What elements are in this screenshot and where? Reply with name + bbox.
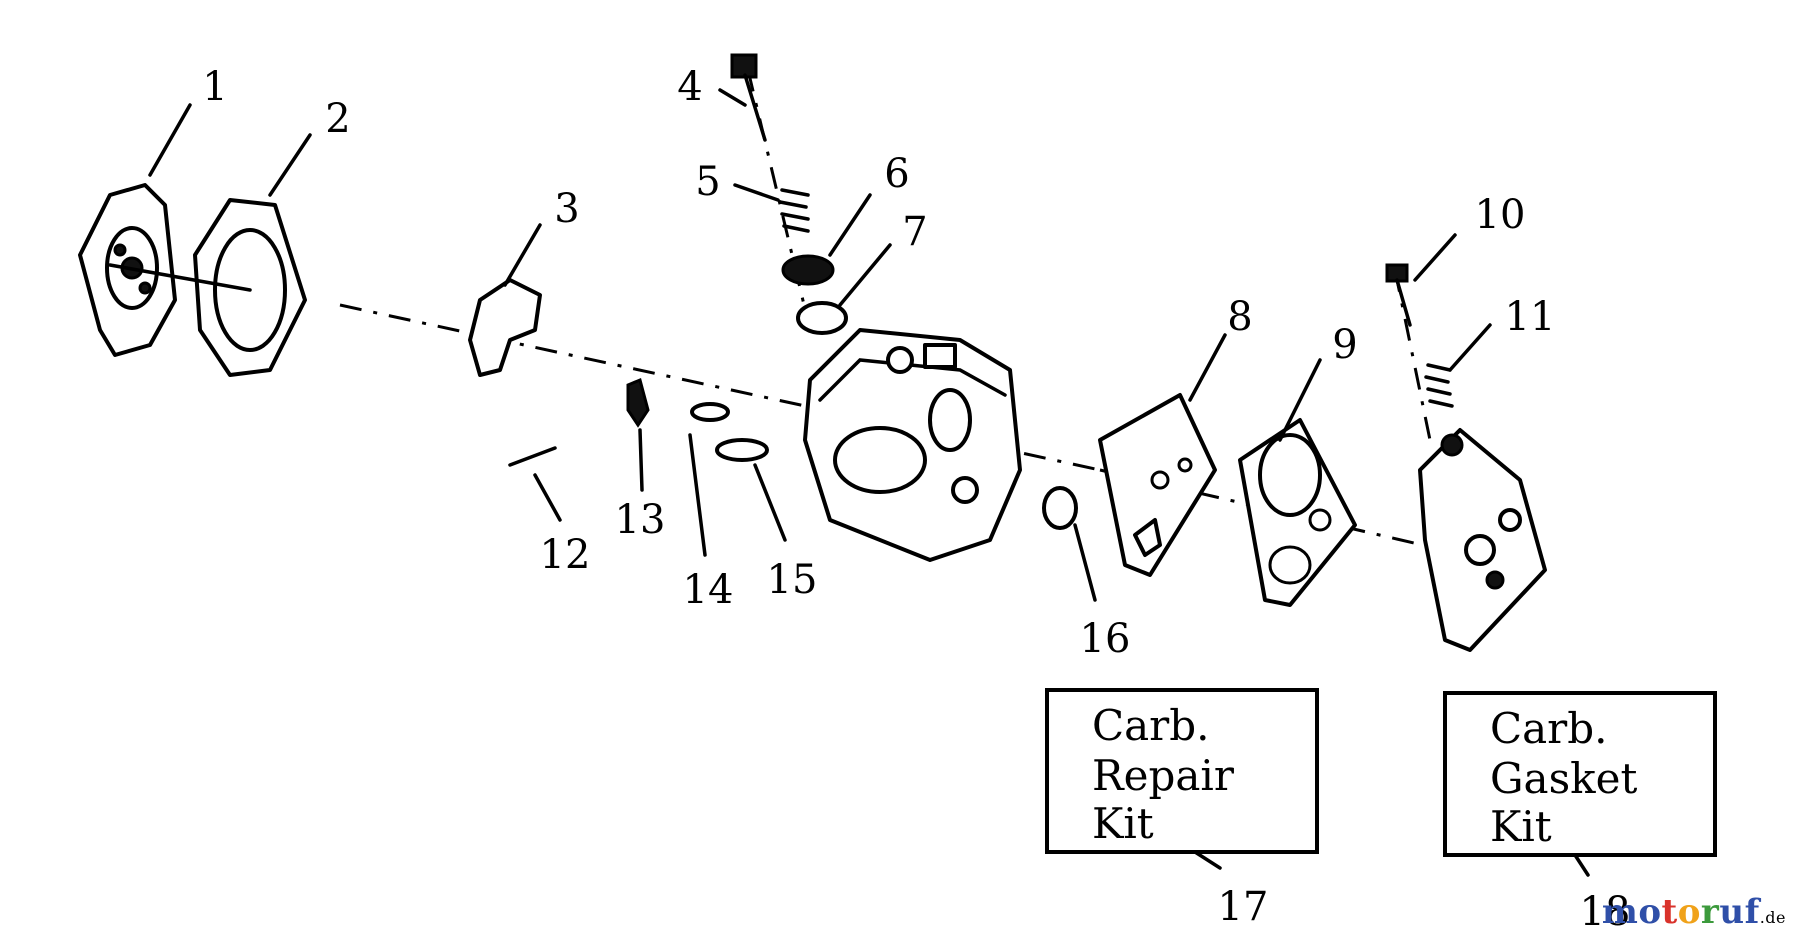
callout-15: 15 <box>767 557 818 603</box>
callout-2: 2 <box>325 96 350 142</box>
part-1-pump-cover <box>78 183 177 357</box>
part-4-screw <box>730 53 767 142</box>
callout-6: 6 <box>884 151 909 197</box>
gasket-kit-line-1: Carb. <box>1490 704 1608 753</box>
leader-4 <box>718 88 747 107</box>
callout-1: 1 <box>202 64 227 110</box>
callout-17: 17 <box>1218 884 1269 930</box>
callout-4: 4 <box>677 64 702 110</box>
leader-12 <box>533 473 562 522</box>
watermark-letter: r <box>1700 892 1720 932</box>
callout-16: 16 <box>1080 616 1131 662</box>
leader-13 <box>638 428 644 492</box>
part-7-seal <box>796 301 848 335</box>
watermark-suffix: .de <box>1759 908 1786 927</box>
gasket-kit-box: Carb. Gasket Kit <box>1443 691 1717 857</box>
part-14-o-ring <box>690 402 730 422</box>
callout-14: 14 <box>683 567 734 613</box>
leader-11 <box>1448 323 1492 372</box>
leader-10 <box>1413 233 1457 282</box>
callout-13: 13 <box>615 497 666 543</box>
part-10-screw <box>1385 263 1412 327</box>
watermark-letter: o <box>1638 892 1662 932</box>
callout-9: 9 <box>1332 322 1357 368</box>
leader-6 <box>828 193 872 257</box>
watermark-letter: t <box>1661 892 1678 932</box>
leader-15 <box>753 463 787 542</box>
callout-12: 12 <box>540 532 591 578</box>
leader-2 <box>268 133 312 197</box>
part-12-pin <box>508 446 557 467</box>
gasket-kit-line-2: Gasket <box>1490 754 1637 803</box>
screw-axis-right <box>1393 269 1432 441</box>
watermark-letter: m <box>1601 892 1639 932</box>
part-15-o-ring <box>715 438 769 462</box>
part-11-spring <box>1424 363 1454 408</box>
part-5-spring <box>778 188 810 233</box>
watermark-letter: u <box>1719 892 1745 932</box>
callout-10: 10 <box>1475 192 1526 238</box>
repair-kit-line-2: Repair <box>1092 751 1235 800</box>
callout-7: 7 <box>902 209 927 255</box>
repair-kit-line-3: Kit <box>1092 799 1154 848</box>
leader-7 <box>838 243 892 307</box>
part-9-diaphragm <box>1238 418 1357 607</box>
leader-9 <box>1278 358 1322 442</box>
leader-5 <box>733 183 780 202</box>
repair-kit-line-1: Carb. <box>1092 701 1210 750</box>
leader-14 <box>688 433 707 557</box>
leader-8 <box>1188 333 1227 402</box>
callout-18: 18 <box>1580 889 1631 935</box>
watermark-letter: o <box>1677 892 1701 932</box>
leader-3 <box>503 223 542 287</box>
diaphragm-cover <box>1418 428 1547 652</box>
leader-16 <box>1073 523 1097 602</box>
part-16-screen <box>1042 486 1078 530</box>
callout-3: 3 <box>554 186 579 232</box>
part-8-gasket <box>1098 393 1217 577</box>
motoruf-watermark-logo: motoruf.de <box>1602 892 1786 932</box>
callout-8: 8 <box>1227 294 1252 340</box>
part-6-washer <box>781 254 835 286</box>
gasket-kit-line-3: Kit <box>1490 802 1552 851</box>
watermark-letter: f <box>1744 892 1760 932</box>
leader-1 <box>148 103 192 177</box>
part-13-needle <box>626 377 650 428</box>
part-3-fuel-inlet <box>468 278 542 377</box>
repair-kit-box: Carb. Repair Kit <box>1045 688 1319 854</box>
callout-5: 5 <box>695 159 720 205</box>
leader-17 <box>1193 850 1222 870</box>
callout-11: 11 <box>1505 294 1556 340</box>
carburetor-body <box>803 328 1022 562</box>
leader-18 <box>1573 853 1590 877</box>
part-2-pump-gasket <box>193 198 307 377</box>
